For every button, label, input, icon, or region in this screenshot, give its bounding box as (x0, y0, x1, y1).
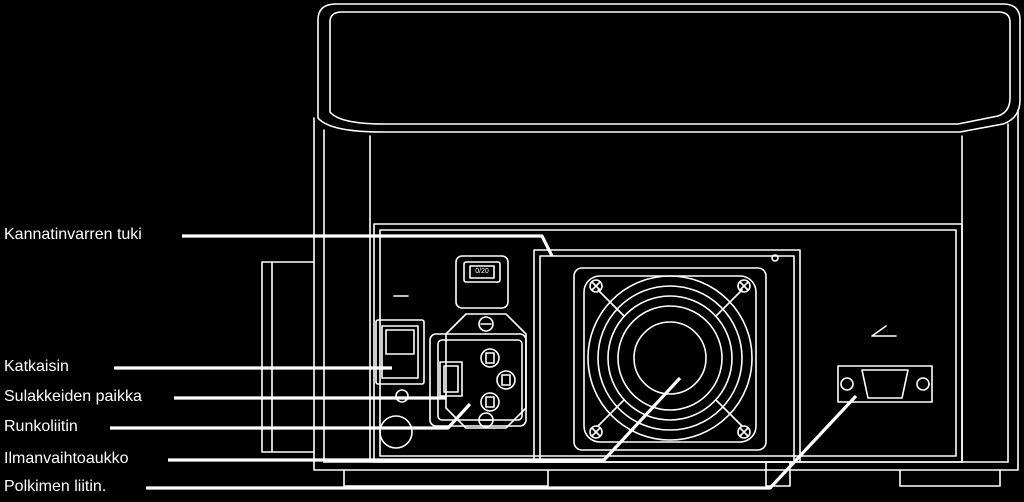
rear-panel-inner (379, 229, 957, 457)
power-switch (375, 319, 425, 385)
pedal-connector (837, 365, 933, 403)
fan-grille-ring-1 (587, 275, 753, 441)
fuse-drawer (439, 361, 463, 397)
label-switch: Katkaisin (4, 358, 69, 375)
label-vent: Ilmanvaihtoaukko (4, 450, 129, 467)
label-handle-support: Kannatinvarren tuki (4, 226, 142, 243)
connector-symbol (871, 325, 897, 337)
side-bracket (261, 261, 315, 453)
body-outline (313, 109, 1019, 471)
leader-lines (110, 234, 858, 490)
fan-grille-ring-2 (597, 285, 743, 431)
fan-grille-ring-3 (607, 295, 733, 421)
lid-inner (329, 11, 1011, 125)
label-ground-terminal: Runkoliitin (4, 418, 78, 435)
fan-grille-ring-4 (617, 305, 723, 411)
leader-ground (110, 402, 472, 430)
handle-support-block (533, 249, 801, 463)
voltage-selector-text: 0/20 (475, 268, 489, 275)
ground-terminal (379, 415, 413, 449)
label-pedal-connector: Polkimen liitin. (4, 478, 107, 495)
label-fuse-holder: Sulakkeiden paikka (4, 388, 142, 405)
leader-pedal (146, 394, 858, 490)
fan-frame (573, 267, 767, 451)
foot-right (899, 469, 1001, 487)
voltage-selector (455, 255, 509, 309)
leader-handle-support (182, 234, 554, 257)
leader-vent (168, 376, 682, 462)
inlet-socket (429, 333, 527, 427)
foot-left (343, 469, 549, 487)
lid-outline (317, 3, 1021, 133)
fan-hub (633, 321, 707, 395)
